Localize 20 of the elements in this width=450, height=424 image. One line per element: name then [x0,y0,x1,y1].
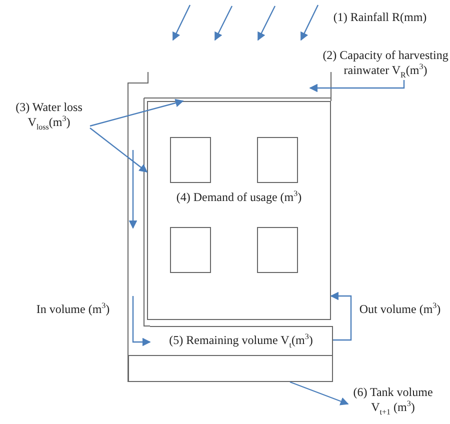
window-box [257,227,298,273]
annotation-text: Out volume (m$^{3}$) [358,302,442,317]
room-box [147,101,331,320]
arrow [330,292,352,341]
leader-line [90,128,148,173]
arrow [132,296,151,346]
window-box [257,137,298,183]
annotation-text: (1) Rainfall R(mm) [332,10,428,25]
window-box [170,137,211,183]
arrow [309,80,405,92]
leader-line [90,98,184,127]
remaining-volume-section: (5) Remaining volume V$_{t}$(m$^{3}$) [150,326,333,355]
annotation-text: (3) Water loss V$_{loss}$(m$^{3}$) [8,100,90,134]
window-box [170,227,211,273]
tank-section [128,355,333,382]
annotation-text: In volume (m$^{3}$) [35,302,111,317]
room-label: (4) Demand of usage (m$^{3}$) [175,190,303,205]
annotation-text: (2) Capacity of harvesting rainwater V$_{R}$(m$^{3}$) [321,48,450,80]
arrow [290,381,349,406]
annotation-text: (6) Tank volume V$_{t+1}$ (m$^{3}$) [348,385,438,417]
